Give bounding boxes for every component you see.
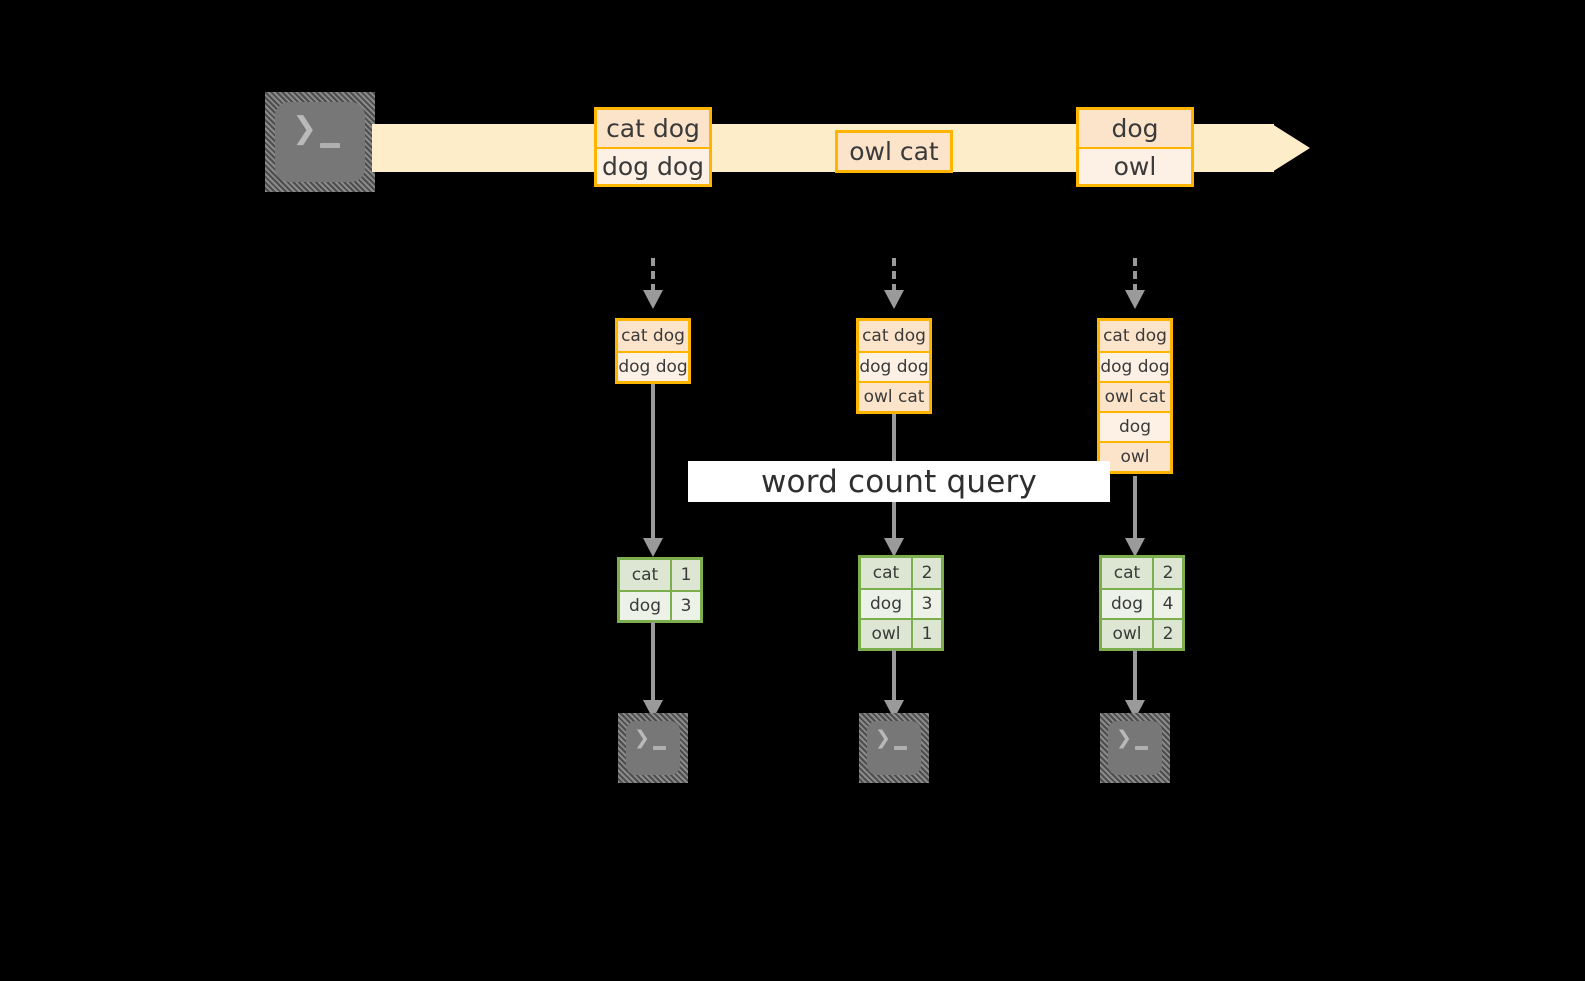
console-screen: ❯ <box>626 721 680 775</box>
console-underscore-icon <box>320 143 340 148</box>
column-1-stream-link-head-icon <box>643 290 663 309</box>
table-row: dog 4 <box>1102 588 1182 618</box>
console-screen: ❯ <box>275 102 365 182</box>
table-row: dog 3 <box>620 590 700 620</box>
column-3-sink-arrow <box>1133 650 1137 702</box>
input-record-line: cat dog <box>1100 321 1170 351</box>
input-record-line: dog dog <box>618 351 688 381</box>
result-word: cat <box>861 558 911 588</box>
stream-record-line: dog dog <box>597 147 709 184</box>
table-row: cat 1 <box>620 560 700 590</box>
column-2-result-table: cat 2 dog 3 owl 1 <box>858 555 944 651</box>
column-2-sink-console-icon: ❯ <box>859 713 929 783</box>
column-2-query-arrow-head-icon <box>884 538 904 557</box>
column-3-stream-link-head-icon <box>1125 290 1145 309</box>
result-word: cat <box>1102 558 1152 588</box>
result-count: 3 <box>911 590 941 618</box>
result-word: dog <box>861 590 911 618</box>
column-3-stream-link <box>1133 258 1137 292</box>
result-count: 1 <box>911 620 941 648</box>
column-3-sink-console-icon: ❯ <box>1100 713 1170 783</box>
input-record-line: dog dog <box>859 351 929 381</box>
table-row: cat 2 <box>861 558 941 588</box>
column-2-stream-link <box>892 258 896 292</box>
console-screen: ❯ <box>867 721 921 775</box>
column-3-query-arrow-head-icon <box>1125 538 1145 557</box>
column-1-sink-arrow <box>651 622 655 702</box>
column-1-query-arrow <box>651 384 655 540</box>
console-underscore-icon <box>894 746 907 750</box>
input-record-line: owl cat <box>859 381 929 411</box>
input-record-line: owl cat <box>1100 381 1170 411</box>
console-chevron-icon: ❯ <box>292 111 318 146</box>
result-word: owl <box>1102 620 1152 648</box>
result-count: 3 <box>670 592 700 620</box>
table-row: owl 1 <box>861 618 941 648</box>
column-2-stream-link-head-icon <box>884 290 904 309</box>
result-word: owl <box>861 620 911 648</box>
stream-record-line: owl <box>1079 147 1191 184</box>
query-label: word count query <box>760 463 1038 500</box>
stream-batch-1: cat dog dog dog <box>594 107 712 187</box>
result-count: 2 <box>1152 558 1182 588</box>
stream-record-line: owl cat <box>838 133 950 170</box>
result-word: dog <box>620 592 670 620</box>
input-record-line: cat dog <box>859 321 929 351</box>
result-count: 1 <box>670 560 700 590</box>
input-record-line: owl <box>1100 441 1170 471</box>
table-row: dog 3 <box>861 588 941 618</box>
result-count: 2 <box>911 558 941 588</box>
stream-record-line: cat dog <box>597 110 709 147</box>
result-count: 4 <box>1152 590 1182 618</box>
input-record-line: dog dog <box>1100 351 1170 381</box>
stream-batch-3: dog owl <box>1076 107 1194 187</box>
console-chevron-icon: ❯ <box>634 727 650 749</box>
query-banner: word count query <box>688 461 1110 502</box>
input-record-line: cat dog <box>618 321 688 351</box>
result-count: 2 <box>1152 620 1182 648</box>
console-underscore-icon <box>653 746 666 750</box>
column-1-result-table: cat 1 dog 3 <box>617 557 703 623</box>
column-2-sink-arrow <box>892 650 896 702</box>
console-underscore-icon <box>1135 746 1148 750</box>
stream-record-line: dog <box>1079 110 1191 147</box>
table-row: cat 2 <box>1102 558 1182 588</box>
console-chevron-icon: ❯ <box>875 727 891 749</box>
table-row: owl 2 <box>1102 618 1182 648</box>
console-chevron-icon: ❯ <box>1116 727 1132 749</box>
column-3-result-table: cat 2 dog 4 owl 2 <box>1099 555 1185 651</box>
column-1-sink-console-icon: ❯ <box>618 713 688 783</box>
input-record-line: dog <box>1100 411 1170 441</box>
result-word: dog <box>1102 590 1152 618</box>
column-3-query-arrow <box>1133 476 1137 540</box>
column-1-stream-link <box>651 258 655 292</box>
column-2-input-box: cat dog dog dog owl cat <box>856 318 932 414</box>
result-word: cat <box>620 560 670 590</box>
source-console-icon: ❯ <box>265 92 375 192</box>
console-screen: ❯ <box>1108 721 1162 775</box>
column-1-query-arrow-head-icon <box>643 538 663 557</box>
stream-batch-2: owl cat <box>835 130 953 173</box>
column-1-input-box: cat dog dog dog <box>615 318 691 384</box>
stream-arrow-head-icon <box>1272 124 1310 172</box>
column-3-input-box: cat dog dog dog owl cat dog owl <box>1097 318 1173 474</box>
